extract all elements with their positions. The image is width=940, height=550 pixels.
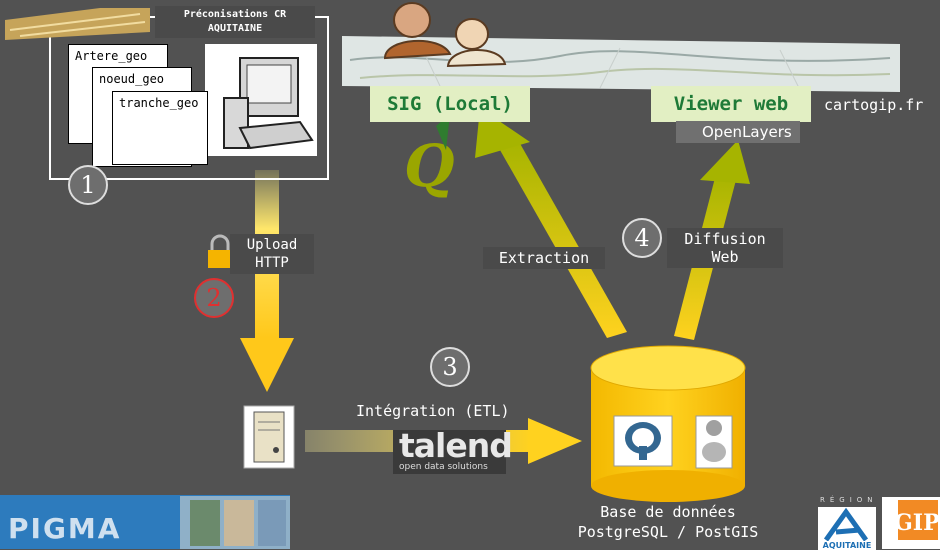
diffusion-label: Diffusion Web xyxy=(667,228,783,268)
talend-tagline: open data solutions xyxy=(399,462,488,472)
file-tranche-geo: tranche_geo xyxy=(112,91,208,165)
openlayers-logo-text: OpenLayers xyxy=(676,121,800,143)
gip-logo-text: GIP xyxy=(894,510,940,536)
cartogip-link[interactable]: cartogip.fr xyxy=(824,96,924,114)
pigma-logo-graphic xyxy=(0,495,290,549)
people-icon xyxy=(383,2,507,68)
padlock-icon xyxy=(208,234,232,268)
banner-decoration xyxy=(5,8,150,40)
region-logo-text: RÉGION xyxy=(820,496,878,504)
file-label: tranche_geo xyxy=(119,96,199,110)
computer-icon xyxy=(205,44,317,156)
aquitaine-logo-text: AQUITAINE xyxy=(818,541,876,550)
viewer-web-box[interactable]: Viewer web xyxy=(651,86,811,122)
server-icon xyxy=(243,405,295,469)
sig-local-box[interactable]: SIG (Local) xyxy=(370,86,530,122)
preconisations-title: Préconisations CR AQUITAINE xyxy=(155,6,315,38)
step-2-circle: 2 xyxy=(194,278,234,318)
talend-wordmark: talend xyxy=(399,426,513,465)
file-label: noeud_geo xyxy=(99,72,165,86)
postgresql-icon xyxy=(613,415,673,467)
step-4-circle: 4 xyxy=(622,218,662,258)
talend-logo: talend open data solutions xyxy=(393,426,513,474)
step-3-circle: 3 xyxy=(430,347,470,387)
integration-label: Intégration (ETL) xyxy=(356,402,510,420)
file-label: Artere_geo xyxy=(75,49,148,63)
svg-text:Q: Q xyxy=(404,132,455,200)
database-label: Base de données PostgreSQL / PostGIS xyxy=(577,503,759,541)
qgis-icon: Q xyxy=(404,114,455,200)
upload-label: Upload HTTP xyxy=(230,234,314,274)
gip-logo-graphic xyxy=(882,497,940,549)
pigma-logo-text: PIGMA xyxy=(8,512,122,545)
extraction-arrow xyxy=(475,108,627,338)
extraction-label: Extraction xyxy=(483,247,605,269)
step-1-circle: 1 xyxy=(68,165,108,205)
postgis-icon xyxy=(695,415,733,469)
upload-arrow xyxy=(240,170,294,392)
